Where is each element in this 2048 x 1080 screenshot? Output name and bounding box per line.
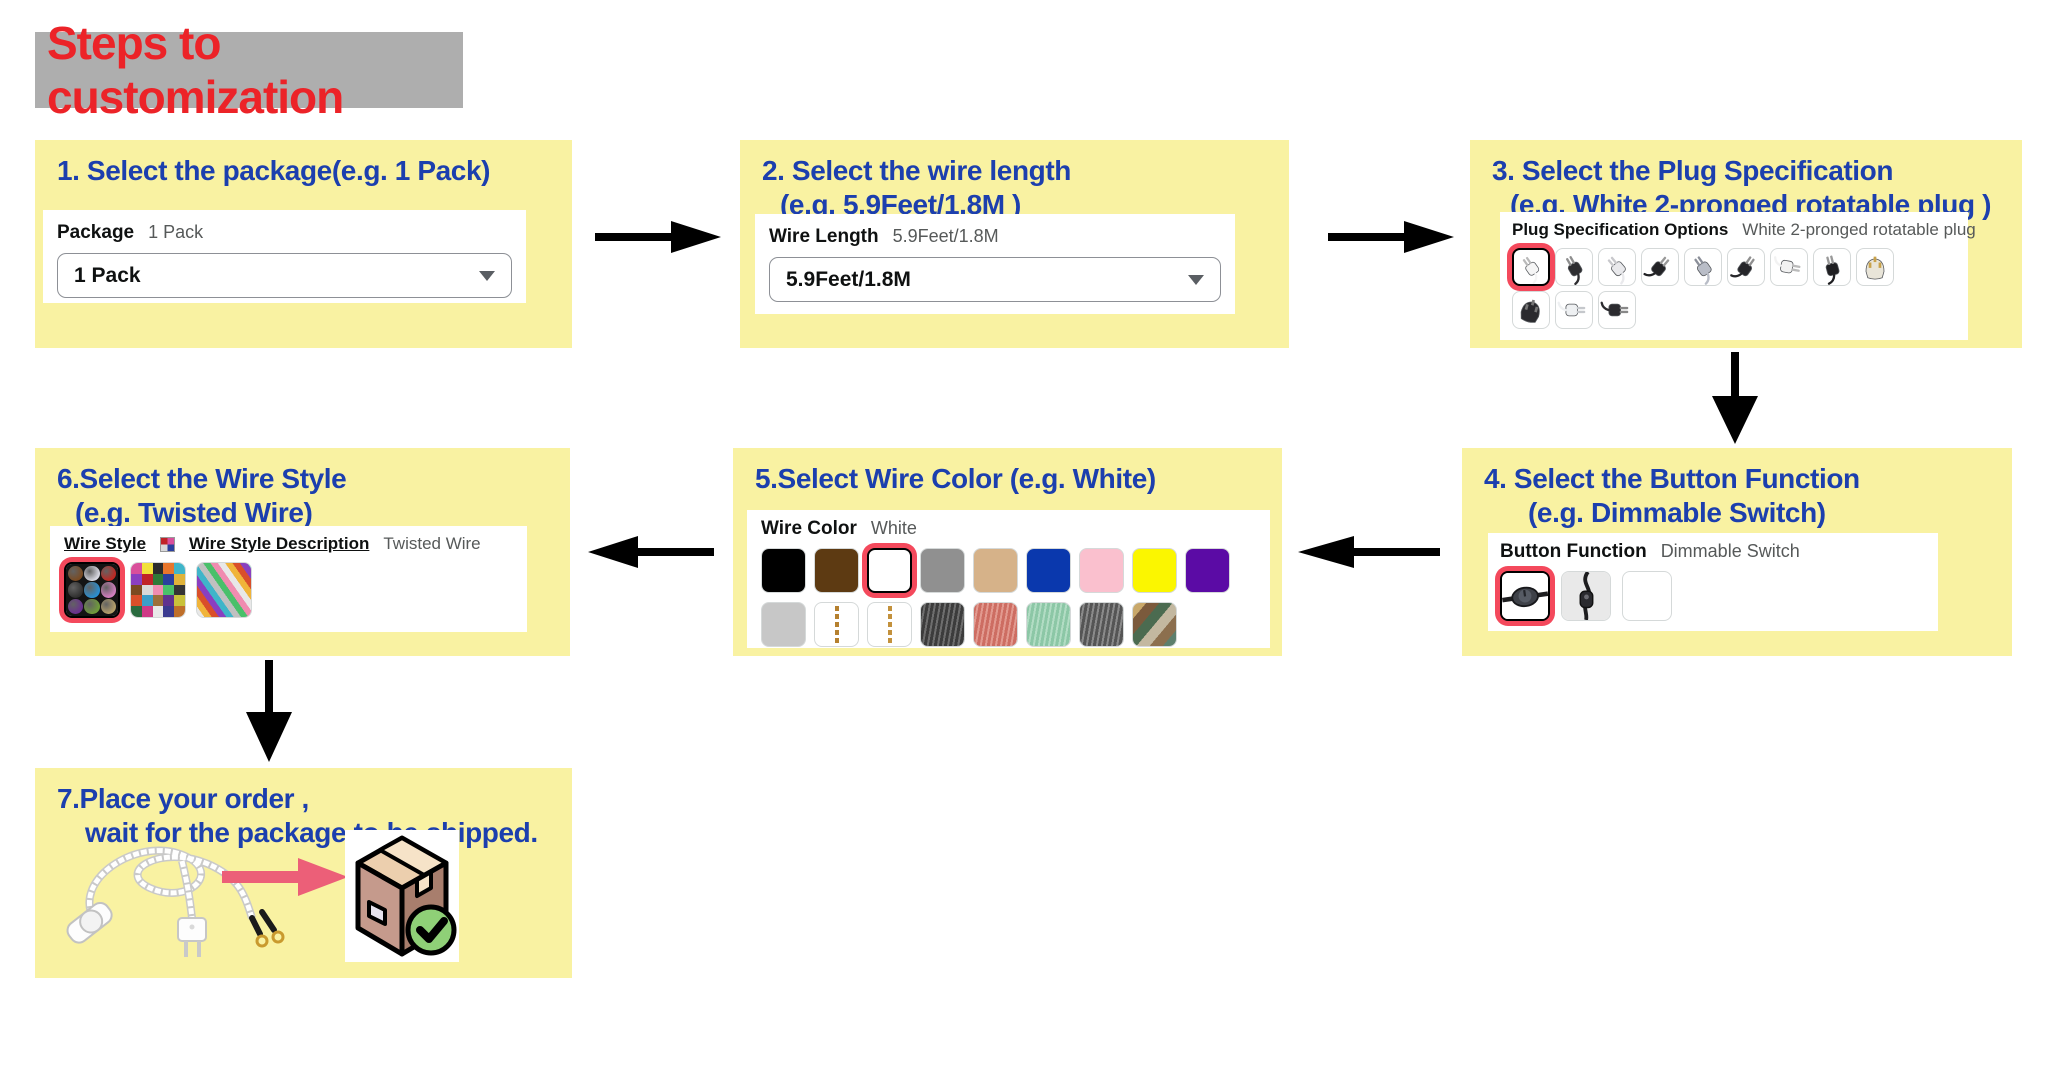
plug-specification-value: White 2-pronged rotatable plug	[1742, 220, 1976, 239]
wire-color-option-light-gray[interactable]	[761, 602, 806, 647]
step-5-wire-color: 5.Select Wire Color (e.g. White) Wire Co…	[733, 448, 1282, 656]
custom-cord-photo	[66, 846, 285, 957]
plug-option-black-angled-plug[interactable]	[1641, 248, 1679, 286]
wire-color-row-2	[761, 602, 1256, 647]
spade-terminals-photo	[249, 909, 285, 948]
plug-option-silver-plug[interactable]	[1684, 248, 1722, 286]
plug-option-white-eu-plug[interactable]	[1555, 291, 1593, 329]
plug-option-white-clear-plug[interactable]	[1598, 248, 1636, 286]
plug-option-black-large-plug[interactable]	[1727, 248, 1765, 286]
wire-color-option-dark-gray-braided[interactable]	[1079, 602, 1124, 647]
shipping-box-icon	[345, 830, 459, 962]
button-function-card: Button Function Dimmable Switch	[1488, 533, 1938, 631]
wire-color-option-brown[interactable]	[814, 548, 859, 593]
step-2-wire-length: 2. Select the wire length(e.g. 5.9Feet/1…	[740, 140, 1289, 348]
wire-color-option-purple[interactable]	[1185, 548, 1230, 593]
wire-color-option-black[interactable]	[761, 548, 806, 593]
wire-length-label: Wire Length	[769, 226, 879, 247]
page-title: Steps to customization	[35, 17, 463, 123]
flow-arrow-left-icon	[588, 536, 714, 568]
plug-option-black-rotatable-plug[interactable]	[1813, 248, 1851, 286]
flow-arrow-right-icon	[1328, 221, 1454, 253]
wire-color-card: Wire Color White	[747, 510, 1270, 648]
chevron-down-icon	[1188, 274, 1204, 285]
button-function-value: Dimmable Switch	[1660, 541, 1800, 561]
wire-color-option-blue[interactable]	[1026, 548, 1071, 593]
step-2-title: 2. Select the wire length(e.g. 5.9Feet/1…	[762, 155, 1071, 220]
step-5-title: 5.Select Wire Color (e.g. White)	[755, 463, 1156, 494]
checkmark-icon	[405, 904, 457, 956]
wire-color-option-gray[interactable]	[920, 548, 965, 593]
plug-options-grid	[1512, 248, 1904, 329]
plug-specification-label: Plug Specification Options	[1512, 220, 1729, 239]
wire-style-option-twisted-wire[interactable]	[64, 562, 120, 618]
wire-color-option-mint-braided[interactable]	[1026, 602, 1071, 647]
step-1-package: 1. Select the package(e.g. 1 Pack) Packa…	[35, 140, 572, 348]
plug-option-black-plug[interactable]	[1555, 248, 1593, 286]
wire-style-grid	[64, 562, 513, 618]
wire-color-option-tan[interactable]	[973, 548, 1018, 593]
step-3-plug-specification: 3. Select the Plug Specification(e.g. Wh…	[1470, 140, 2022, 348]
wire-style-thumbnail-icon	[160, 536, 176, 552]
plug-option-black-eu-plug[interactable]	[1598, 291, 1636, 329]
flow-arrow-down-icon	[246, 660, 292, 762]
wire-color-option-white-gold-twist[interactable]	[814, 602, 859, 647]
plug-option-white-2-pronged-rotatable-plug[interactable]	[1512, 248, 1550, 286]
wire-color-option-black-braided[interactable]	[920, 602, 965, 647]
wire-color-option-salmon-braided[interactable]	[973, 602, 1018, 647]
two-prong-plug-photo	[177, 917, 207, 957]
page-title-text: Steps to customization	[47, 17, 344, 123]
wire-color-option-white-gold-twist-thin[interactable]	[867, 602, 912, 647]
step-6-title: 6.Select the Wire Style(e.g. Twisted Wir…	[57, 463, 347, 528]
button-function-option-no-switch[interactable]	[1622, 571, 1672, 621]
wire-color-label: Wire Color	[761, 518, 857, 539]
plug-option-black-uk-plug[interactable]	[1512, 291, 1550, 329]
step-4-button-function: 4. Select the Button Function(e.g. Dimma…	[1462, 448, 2012, 656]
wire-color-option-white[interactable]	[867, 548, 912, 593]
dimmer-switch-photo	[66, 901, 113, 944]
flow-arrow-down-icon	[1712, 352, 1758, 444]
plug-option-white-small-plug[interactable]	[1770, 248, 1808, 286]
pink-arrow-icon	[222, 858, 348, 896]
button-function-option-inline-on-off-switch[interactable]	[1561, 571, 1611, 621]
wire-length-card: Wire Length 5.9Feet/1.8M 5.9Feet/1.8M	[755, 214, 1235, 314]
wire-style-card: Wire Style Wire Style Description Twiste…	[50, 526, 527, 632]
wire-style-option-fabric-swatch-grid[interactable]	[130, 562, 186, 618]
wire-color-value: White	[870, 518, 917, 538]
wire-length-value: 5.9Feet/1.8M	[892, 226, 999, 246]
flow-arrow-right-icon	[595, 221, 721, 253]
step-4-title: 4. Select the Button Function(e.g. Dimma…	[1484, 463, 1860, 528]
package-dropdown[interactable]: 1 Pack	[57, 253, 512, 298]
step-1-title: 1. Select the package(e.g. 1 Pack)	[57, 155, 491, 186]
flow-arrow-left-icon	[1298, 536, 1440, 568]
wire-length-dropdown[interactable]: 5.9Feet/1.8M	[769, 257, 1221, 302]
wire-style-option-colorful-wire-bundle[interactable]	[196, 562, 252, 618]
plug-specification-card: Plug Specification Options White 2-prong…	[1500, 212, 1976, 340]
wire-style-description-label: Wire Style Description	[189, 534, 370, 553]
chevron-down-icon	[479, 270, 495, 281]
wire-color-option-pink[interactable]	[1079, 548, 1124, 593]
step-7-title: 7.Place your order ,wait for the package…	[57, 783, 538, 848]
button-function-grid	[1500, 571, 1926, 621]
package-label: Package	[57, 222, 135, 243]
plug-option-white-uk-plug[interactable]	[1856, 248, 1894, 286]
wire-color-option-multicolor-wires[interactable]	[1132, 602, 1177, 647]
step-6-wire-style: 6.Select the Wire Style(e.g. Twisted Wir…	[35, 448, 570, 656]
package-value: 1 Pack	[148, 222, 204, 242]
button-function-option-dimmable-switch[interactable]	[1500, 571, 1550, 621]
wire-style-label: Wire Style	[64, 534, 147, 553]
step-3-title: 3. Select the Plug Specification(e.g. Wh…	[1492, 155, 1992, 220]
package-card: Package 1 Pack 1 Pack	[43, 210, 526, 303]
wire-color-row-1	[761, 548, 1256, 593]
step-7-place-order: 7.Place your order ,wait for the package…	[35, 768, 572, 978]
wire-style-value: Twisted Wire	[383, 534, 481, 553]
button-function-label: Button Function	[1500, 541, 1647, 562]
wire-color-option-yellow[interactable]	[1132, 548, 1177, 593]
